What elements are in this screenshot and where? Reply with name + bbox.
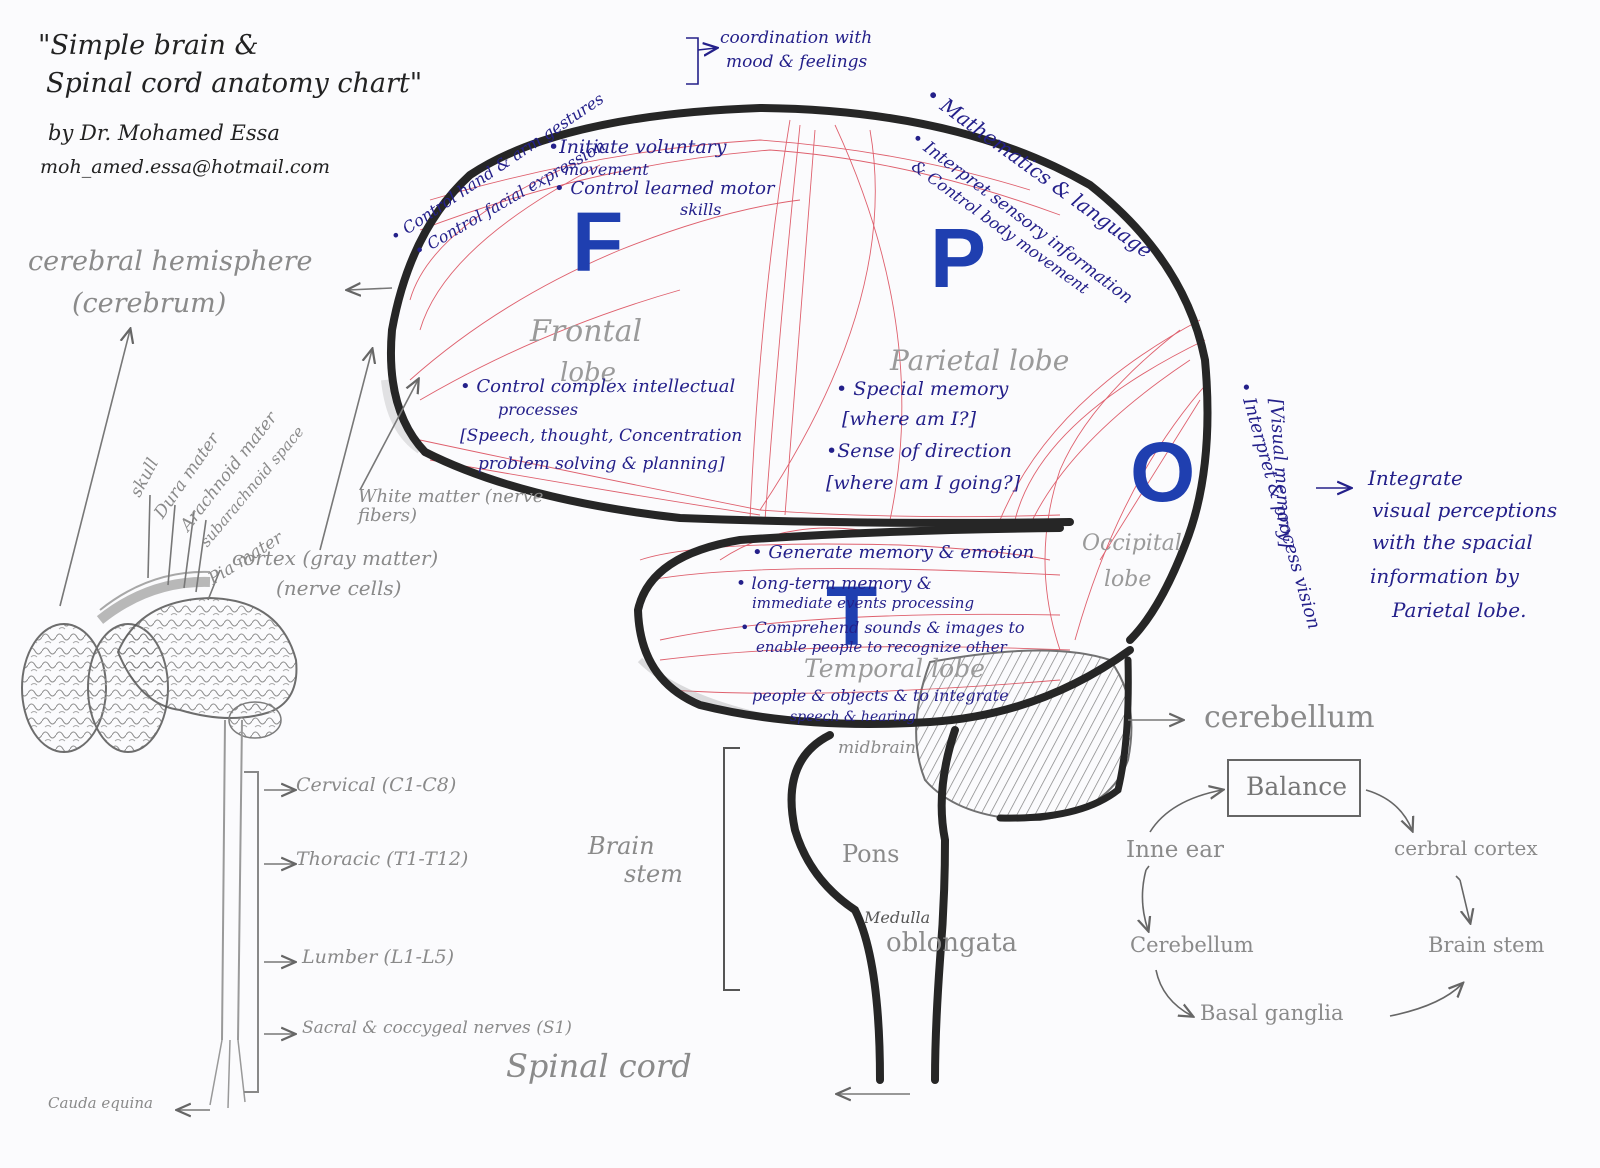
frontal-complex-2: processes (498, 400, 579, 419)
frontal-complex-3: [Speech, thought, Concentration (460, 426, 743, 446)
balance-basal-ganglia: Basal ganglia (1200, 1001, 1344, 1025)
balance-brain-stem: Brain stem (1428, 933, 1545, 957)
temporal-note-7: speech & hearing (790, 709, 916, 725)
balance-box-label: Balance (1246, 772, 1348, 801)
temporal-note-5: enable people to recognize other (756, 638, 1007, 656)
occipital-name-line1: Occipital (1082, 531, 1182, 556)
temporal-outline (633, 524, 1134, 728)
frontal-note-4: skills (680, 200, 722, 219)
chart-title-line2: Spinal cord anatomy chart" (46, 68, 423, 99)
label-cauda-equina: Cauda equina (48, 1094, 153, 1112)
label-cerebellum: cerebellum (1204, 700, 1375, 735)
parietal-name: Parietal lobe (890, 344, 1070, 377)
label-midbrain: midbrain (838, 738, 916, 758)
parietal-note-3: •Sense of direction (826, 440, 1012, 462)
balance-inner-ear: Inne ear (1126, 837, 1224, 863)
temporal-name: Temporal lobe (804, 654, 985, 683)
integrate-4: information by (1370, 564, 1519, 588)
temporal-note-4: • Comprehend sounds & images to (740, 618, 1025, 637)
lateral-sulcus (421, 448, 1074, 527)
frontal-complex-4: problem solving & planning] (478, 454, 725, 474)
label-cortex: cortex (gray matter) (232, 546, 439, 570)
frontal-name-line2: lobe (560, 358, 616, 388)
balance-cycle (1142, 759, 1470, 1016)
label-cervical: Cervical (C1-C8) (296, 774, 457, 796)
author-email: moh_amed.essa@hotmail.com (40, 156, 331, 178)
temporal-note-3: immediate events processing (752, 594, 975, 612)
integrate-2: visual perceptions (1372, 498, 1558, 522)
temporal-note-1: • Generate memory & emotion (752, 542, 1035, 563)
frontal-note-3: • Control learned motor (554, 178, 775, 199)
frontal-name-line1: Frontal (530, 314, 643, 349)
temporal-note-6: people & objects & to integrate (752, 686, 1009, 705)
parietal-note-4: [where am I going?] (826, 472, 1021, 494)
temporal-letter: T (826, 569, 878, 663)
occipital-letter: O (1130, 425, 1196, 519)
temporal-note-2: • long-term memory & (736, 574, 933, 594)
integrate-3: with the spacial (1372, 530, 1533, 554)
balance-cerebellum: Cerebellum (1130, 933, 1254, 957)
brainstem-right (931, 726, 959, 1084)
label-brain-stem-line1: Brain (588, 832, 655, 860)
mini-brain-front (21, 623, 169, 753)
parietal-letter: P (930, 211, 987, 305)
brainstem-left (787, 731, 884, 1084)
label-brain-stem-line2: stem (624, 860, 683, 888)
coordination-line1: coordination with (720, 28, 873, 48)
frontal-note-1: •Initiate voluntary (548, 136, 727, 158)
nerve-fibers (409, 119, 1211, 694)
integrate-1: Integrate (1368, 466, 1463, 490)
label-sacral: Sacral & coccygeal nerves (S1) (302, 1018, 572, 1038)
balance-cerebral-cortex: cerbral cortex (1394, 836, 1538, 860)
label-medulla-line1: Medulla (864, 908, 931, 927)
frontal-letter: F (572, 195, 624, 289)
parietal-note-2: [where am I?] (842, 408, 977, 430)
label-pons: Pons (842, 840, 900, 868)
frontal-complex-1: • Control complex intellectual (460, 376, 736, 397)
integrate-5: Parietal lobe. (1392, 598, 1527, 622)
author: by Dr. Mohamed Essa (48, 121, 280, 145)
label-nerve-cells: (nerve cells) (276, 576, 402, 600)
parietal-note-1: • Special memory (836, 378, 1009, 400)
label-cerebrum: (cerebrum) (72, 288, 227, 319)
label-lumber: Lumber (L1-L5) (302, 946, 455, 968)
label-white-matter: White matter (nerve fibers) (358, 486, 544, 526)
chart-title-line1: "Simple brain & (38, 30, 259, 61)
label-cerebral-hemisphere: cerebral hemisphere (28, 246, 313, 277)
coordination-line2: mood & feelings (726, 52, 868, 72)
mini-brain-side (96, 570, 298, 1109)
cerebrum-outline (386, 103, 1212, 644)
label-medulla-line2: oblongata (886, 928, 1018, 958)
frontal-note-2: movement (564, 160, 649, 179)
label-thoracic: Thoracic (T1-T12) (296, 848, 469, 870)
occipital-name-line2: lobe (1104, 567, 1152, 592)
label-spinal-cord: Spinal cord (506, 1047, 692, 1085)
